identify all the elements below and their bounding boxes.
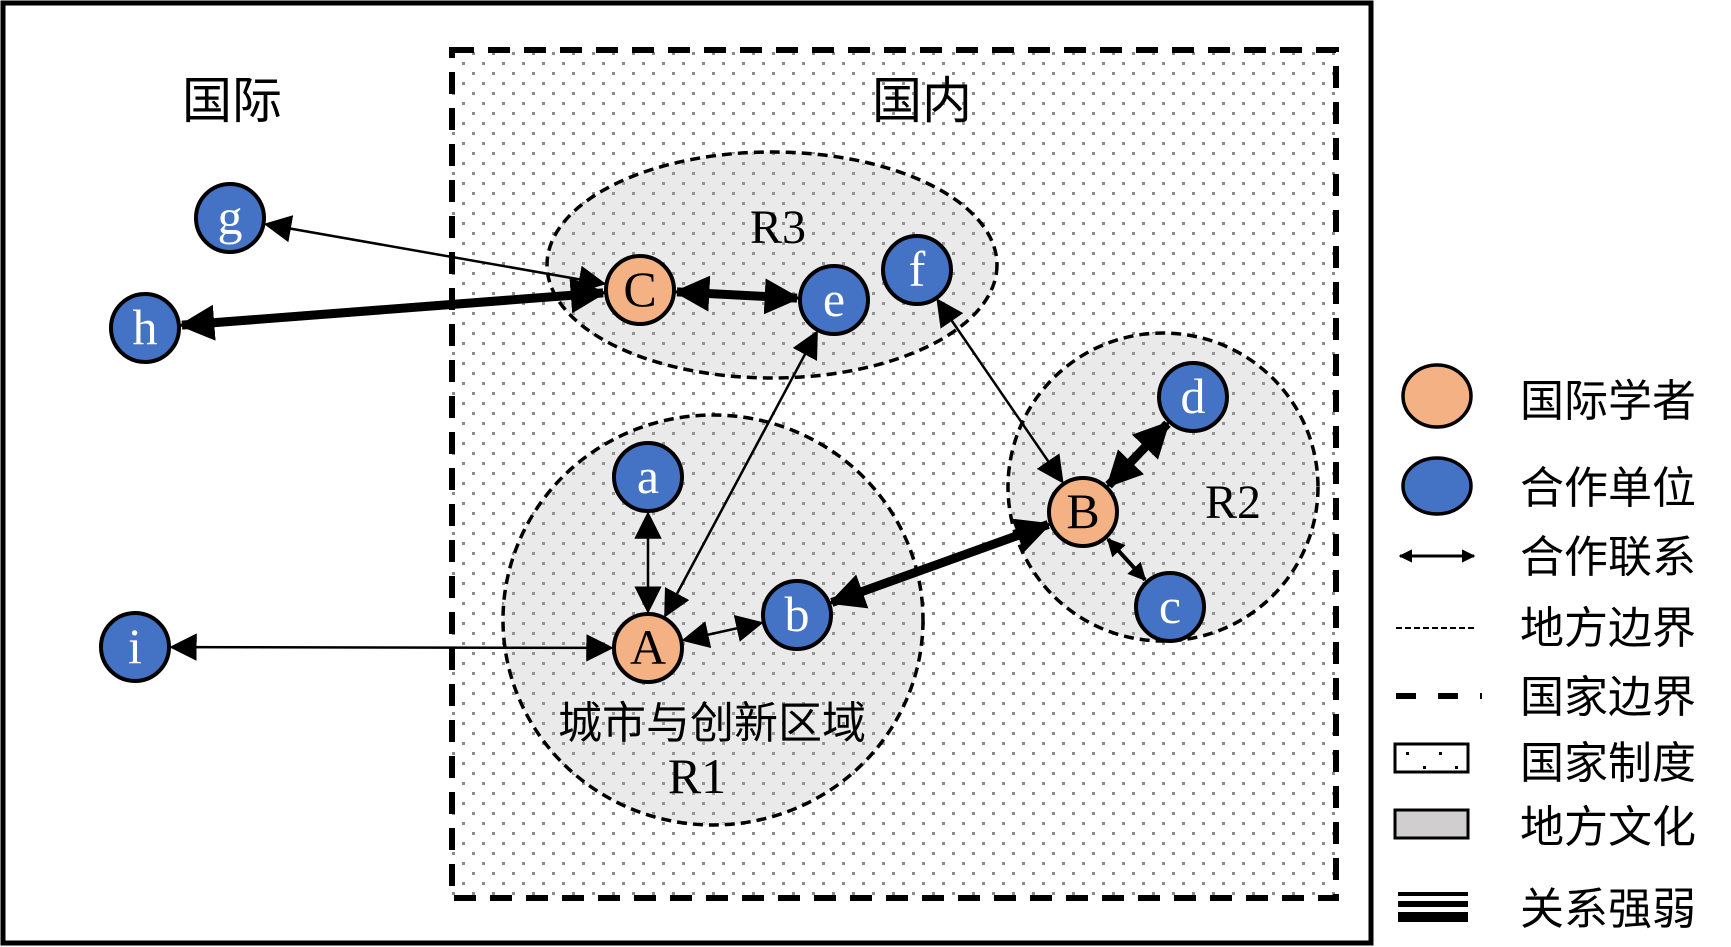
edge-B-f [936,298,1064,484]
partner-node-circle [612,441,684,513]
legend-strength-thin [1398,892,1468,896]
partner-node-circle [881,234,953,306]
node-c: c [1134,571,1206,643]
legend-local-boundary-label: 地方边界 [1520,603,1696,654]
scholar-node-circle [604,254,676,326]
edge-B-b [828,518,1052,609]
legend-partner-label: 合作单位 [1520,463,1696,514]
node-label: A [630,619,666,675]
node-A: A [612,612,684,684]
node-f: f [881,234,953,306]
international-label: 国际 [182,72,282,130]
region-r1-name: 城市与创新区域 [558,698,866,749]
edge-A-b [681,614,764,649]
region-r2-label: R2 [1205,476,1261,529]
edge-A-e [664,330,818,618]
region-r3-dots [549,154,995,376]
node-label: B [1066,483,1099,539]
partner-node-circle [761,579,833,651]
node-i: i [99,611,171,683]
legend-local-culture-swatch [1393,808,1470,840]
legend-institution-dot [1423,766,1426,769]
edge-B-c [1106,537,1147,582]
legend-institution-dot [1439,752,1442,755]
node-g: g [194,182,266,254]
node-label: d [1181,368,1206,424]
region-r3-label: R3 [750,201,806,254]
edge-B-d [1105,420,1171,489]
legend-partner-swatch [1401,456,1473,516]
partner-node-circle [99,611,171,683]
node-label: b [785,586,810,642]
edge-A-i [169,633,614,662]
node-label: i [128,618,142,674]
node-label: C [623,261,656,317]
edge-C-g [263,215,607,293]
legend-strength-mid [1398,901,1468,907]
legend-national-boundary-label: 国家边界 [1520,672,1696,723]
legend-relation-strength-label: 关系强弱 [1520,884,1696,935]
node-label: e [823,271,845,327]
partner-node-circle [109,292,181,364]
node-b: b [761,579,833,651]
national-boundary [449,47,1339,901]
partner-node-circle [194,182,266,254]
scholar-node-circle [612,612,684,684]
node-label: f [909,241,926,297]
edge-C-e [673,275,801,315]
partner-node-circle [1134,571,1206,643]
edge-C-h [178,277,607,341]
node-label: g [218,189,243,245]
node-e: e [798,264,870,336]
legend-institution-dot [1406,752,1409,755]
legend: 国际学者 合作单位 合作联系 地方边界 国家边界 国家制度 地方文化 关系强弱 [1393,363,1696,935]
partner-node-circle [798,264,870,336]
domestic-label: 国内 [872,72,972,130]
node-h: h [109,292,181,364]
legend-institution-dot [1455,766,1458,769]
legend-scholar-swatch [1401,363,1473,429]
node-a: a [612,441,684,513]
node-label: c [1159,578,1181,634]
node-C: C [604,254,676,326]
legend-national-institution-label: 国家制度 [1520,738,1696,789]
edges-layer [169,215,1171,662]
region-r1-label: R1 [668,748,726,804]
legend-scholar-label: 国际学者 [1520,376,1696,427]
legend-local-culture-label: 地方文化 [1520,802,1696,853]
legend-link-label: 合作联系 [1520,532,1696,583]
node-d: d [1157,361,1229,433]
node-B: B [1047,476,1119,548]
node-label: h [133,299,158,355]
legend-strength-thick [1398,912,1468,922]
partner-node-circle [1157,361,1229,433]
nodes-layer: A B Ca b c d e f g h i [99,182,1229,684]
node-label: a [637,448,659,504]
scholar-node-circle [1047,476,1119,548]
